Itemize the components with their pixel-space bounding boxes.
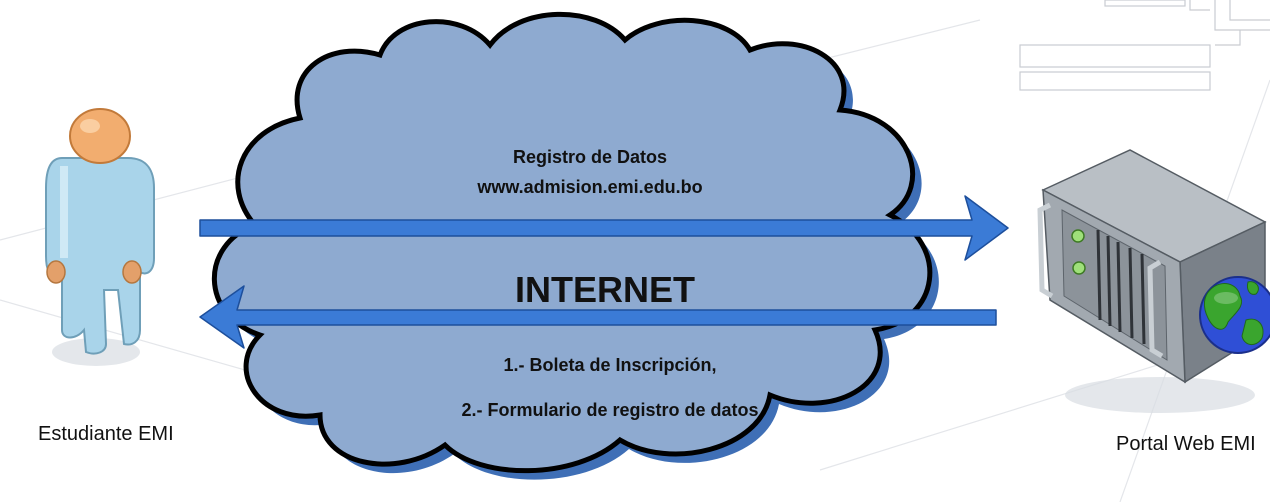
output-item-2: 2.- Formulario de registro de datos — [461, 400, 759, 420]
output-item-1: 1.- Boleta de Inscripción, — [503, 355, 717, 375]
person-icon — [45, 108, 155, 366]
globe-icon — [1199, 276, 1270, 354]
registro-url-label: www.admision.emi.edu.bo — [477, 177, 703, 197]
registro-title-label: Registro de Datos — [512, 147, 668, 167]
server-icon — [1037, 149, 1267, 413]
circuit-decoration — [1019, 0, 1270, 91]
request-arrow — [199, 195, 1009, 261]
internet-cloud — [211, 11, 933, 474]
student-label: Estudiante EMI — [38, 423, 174, 445]
response-arrow — [199, 285, 997, 349]
portal-label: Portal Web EMI — [1116, 433, 1256, 455]
internet-label: INTERNET — [515, 269, 695, 310]
